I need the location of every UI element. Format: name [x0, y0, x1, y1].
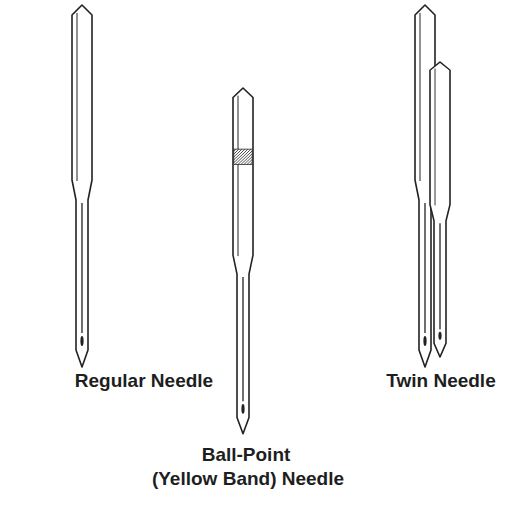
needle-label: Ball-Point [202, 444, 291, 466]
needle-label: (Yellow Band) Needle [152, 468, 344, 490]
regular-needle [72, 5, 92, 367]
needle-label: Regular Needle [75, 370, 213, 392]
needle-label: Twin Needle [386, 370, 495, 392]
twin-needle-right [430, 62, 450, 357]
ball-point-needle [233, 88, 253, 434]
